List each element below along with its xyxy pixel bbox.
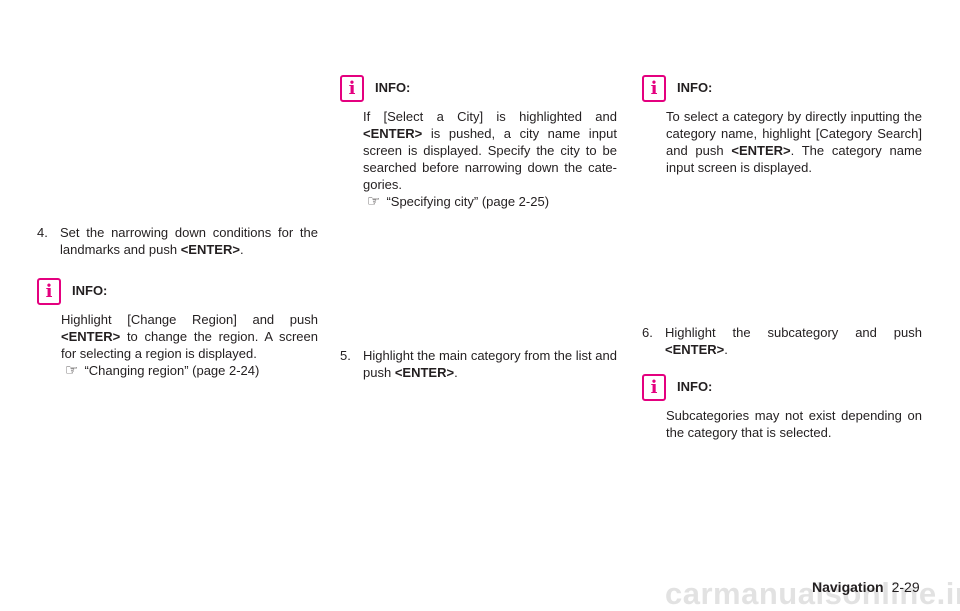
- enter-key: <ENTER>: [394, 365, 455, 380]
- enter-key: <ENTER>: [363, 126, 423, 141]
- enter-key: <ENTER>: [61, 329, 121, 344]
- column-3: i INFO: To select a category by directly…: [642, 75, 922, 441]
- info-header: i INFO:: [642, 374, 922, 410]
- watermark: carmanualsonline.info: [665, 577, 960, 611]
- step-number: 4.: [37, 225, 48, 240]
- info-icon: i: [37, 278, 61, 305]
- info-header: i INFO:: [37, 278, 318, 314]
- info-header: i INFO:: [642, 75, 922, 111]
- pointing-hand-icon: ☞: [367, 192, 381, 210]
- step-4: 4. Set the narrowing down conditions for…: [37, 224, 318, 258]
- info-body: Highlight [Change Region] and push <ENTE…: [61, 312, 318, 361]
- page-footer: Navigation 2-29: [812, 578, 952, 596]
- info-body: Subcategories may not exist depending on…: [666, 408, 922, 440]
- info-label: INFO:: [677, 379, 713, 394]
- info-header: i INFO:: [340, 75, 617, 111]
- step-text: Set the narrowing down conditions for th…: [60, 225, 318, 257]
- enter-key: <ENTER>: [665, 342, 725, 357]
- info-icon: i: [340, 75, 364, 102]
- page-number: 2-29: [891, 579, 920, 595]
- info-body: If [Select a City] is highlighted and <E…: [363, 109, 617, 192]
- info-label: INFO:: [677, 80, 713, 95]
- section-name: Navigation: [812, 579, 884, 595]
- info-icon: i: [642, 374, 666, 401]
- step-text: Highlight the subcategory and push <ENTE…: [665, 325, 922, 357]
- column-1: 4. Set the narrowing down conditions for…: [37, 224, 318, 379]
- step-number: 5.: [340, 348, 351, 363]
- column-2: i INFO: If [Select a City] is highlighte…: [340, 75, 617, 381]
- step-6: 6. Highlight the subcategory and push <E…: [642, 324, 922, 358]
- enter-key: <ENTER>: [731, 143, 791, 158]
- step-number: 6.: [642, 325, 653, 340]
- info-icon: i: [642, 75, 666, 102]
- page-reference: ☞ “Specifying city” (page 2-25): [367, 193, 617, 210]
- step-text: Highlight the main category from the lis…: [363, 348, 617, 380]
- pointing-hand-icon: ☞: [65, 361, 79, 379]
- page-reference: ☞ “Changing region” (page 2-24): [65, 362, 318, 379]
- reference-text: “Changing region” (page 2-24): [84, 363, 260, 378]
- enter-key: <ENTER>: [180, 242, 240, 257]
- info-body: To select a category by directly inputti…: [666, 109, 923, 175]
- reference-text: “Specifying city” (page 2-25): [386, 194, 550, 209]
- step-5: 5. Highlight the main category from the …: [340, 347, 617, 381]
- info-label: INFO:: [375, 80, 411, 95]
- info-label: INFO:: [72, 283, 108, 298]
